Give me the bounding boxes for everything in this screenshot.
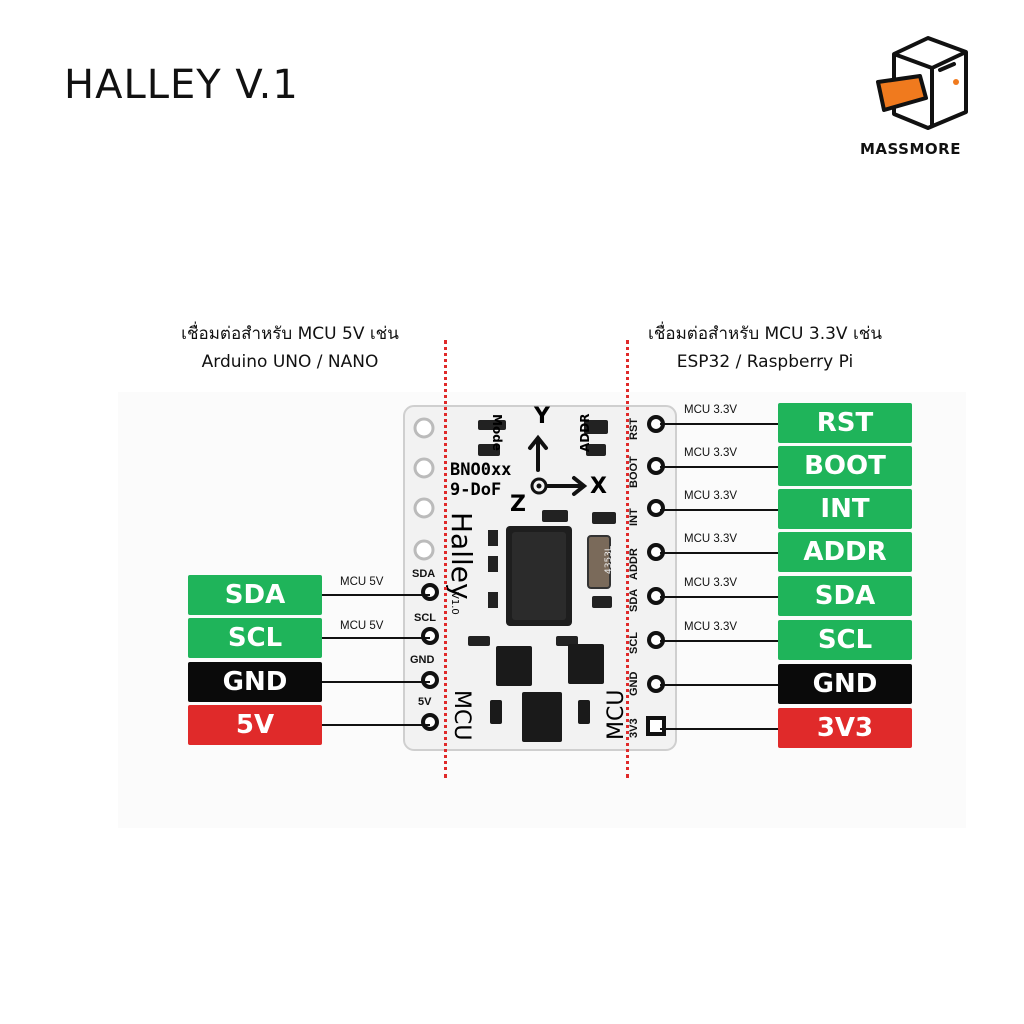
silk-axis-y: Y xyxy=(534,404,550,429)
silk-axis-x: X xyxy=(590,474,607,499)
left-pin-scl: SCL xyxy=(414,612,436,624)
wire-right-gnd xyxy=(660,684,778,686)
wire-left-5v xyxy=(322,724,430,726)
silk-mcu-left: MCU xyxy=(449,690,474,741)
silk-board-name: Halley xyxy=(445,512,478,600)
label-right-int: INT xyxy=(778,489,912,529)
label-right-rst: RST xyxy=(778,403,912,443)
label-right-gnd: GND xyxy=(778,664,912,704)
wire-right-addr xyxy=(660,552,778,554)
caption-5v-line2: Arduino UNO / NANO xyxy=(201,352,379,372)
note-right-scl: MCU 3.3V xyxy=(684,621,738,633)
silk-version: V1.0 xyxy=(449,592,460,615)
divider-right xyxy=(626,340,629,778)
wire-right-3v3 xyxy=(660,728,778,730)
caption-3v3-line2: ESP32 / Raspberry Pi xyxy=(676,352,854,372)
duck-box-icon xyxy=(876,36,968,130)
label-right-boot: BOOT xyxy=(778,446,912,486)
left-pin-gnd: GND xyxy=(410,654,435,666)
caption-3v3-line1: เชื่อมต่อสำหรับ MCU 3.3V เช่น xyxy=(648,324,882,344)
silk-chip-line1: BNO0xx xyxy=(450,460,512,480)
wire-right-scl xyxy=(660,640,778,642)
right-pin-boot: BOOT xyxy=(628,456,640,488)
label-left-gnd: GND xyxy=(188,662,322,702)
note-left-sda: MCU 5V xyxy=(340,576,384,588)
wire-right-boot xyxy=(660,466,778,468)
wire-right-rst xyxy=(660,423,778,425)
wire-right-int xyxy=(660,509,778,511)
note-right-rst: MCU 3.3V xyxy=(684,404,738,416)
label-left-sda: SDA xyxy=(188,575,322,615)
silk-chip-line2: 9-DoF xyxy=(450,480,502,500)
silk-mode: Mode xyxy=(490,414,504,451)
right-pin-rst: RST xyxy=(628,418,640,440)
left-pin-sda: SDA xyxy=(412,568,436,580)
brand-name: MASSMORE xyxy=(860,140,961,158)
label-right-3v3: 3V3 xyxy=(778,708,912,748)
note-right-int: MCU 3.3V xyxy=(684,490,738,502)
page-title: HALLEY V.1 xyxy=(64,62,299,108)
note-right-boot: MCU 3.3V xyxy=(684,447,738,459)
caption-3v3: เชื่อมต่อสำหรับ MCU 3.3V เช่น ESP32 / Ra… xyxy=(615,320,915,376)
caption-5v-line1: เชื่อมต่อสำหรับ MCU 5V เช่น xyxy=(181,324,399,344)
label-right-sda: SDA xyxy=(778,576,912,616)
right-pin-sda: SDA xyxy=(628,588,640,612)
label-right-scl: SCL xyxy=(778,620,912,660)
silk-crystal: 4353L xyxy=(604,546,614,574)
silk-axis-z: Z xyxy=(510,492,526,517)
wire-left-scl xyxy=(322,637,430,639)
note-right-sda: MCU 3.3V xyxy=(684,577,738,589)
halley-board xyxy=(402,400,680,760)
caption-5v: เชื่อมต่อสำหรับ MCU 5V เช่น Arduino UNO … xyxy=(150,320,430,376)
right-pin-gnd: GND xyxy=(628,671,640,696)
left-pin-5v: 5V xyxy=(418,696,432,708)
wire-right-sda xyxy=(660,596,778,598)
label-left-scl: SCL xyxy=(188,618,322,658)
wire-left-gnd xyxy=(322,681,430,683)
pcb-drawing xyxy=(403,405,677,751)
note-right-addr: MCU 3.3V xyxy=(684,533,738,545)
label-right-addr: ADDR xyxy=(778,532,912,572)
massmore-logo xyxy=(870,26,980,136)
right-pin-int: INT xyxy=(628,508,640,526)
label-left-5v: 5V xyxy=(188,705,322,745)
right-pin-addr: ADDR xyxy=(628,548,640,580)
wire-left-sda xyxy=(322,594,430,596)
note-left-scl: MCU 5V xyxy=(340,620,384,632)
divider-left xyxy=(444,340,447,778)
silk-addr: ADDR xyxy=(578,413,592,452)
right-pin-scl: SCL xyxy=(628,632,640,654)
right-pin-3v3: 3V3 xyxy=(628,718,640,738)
